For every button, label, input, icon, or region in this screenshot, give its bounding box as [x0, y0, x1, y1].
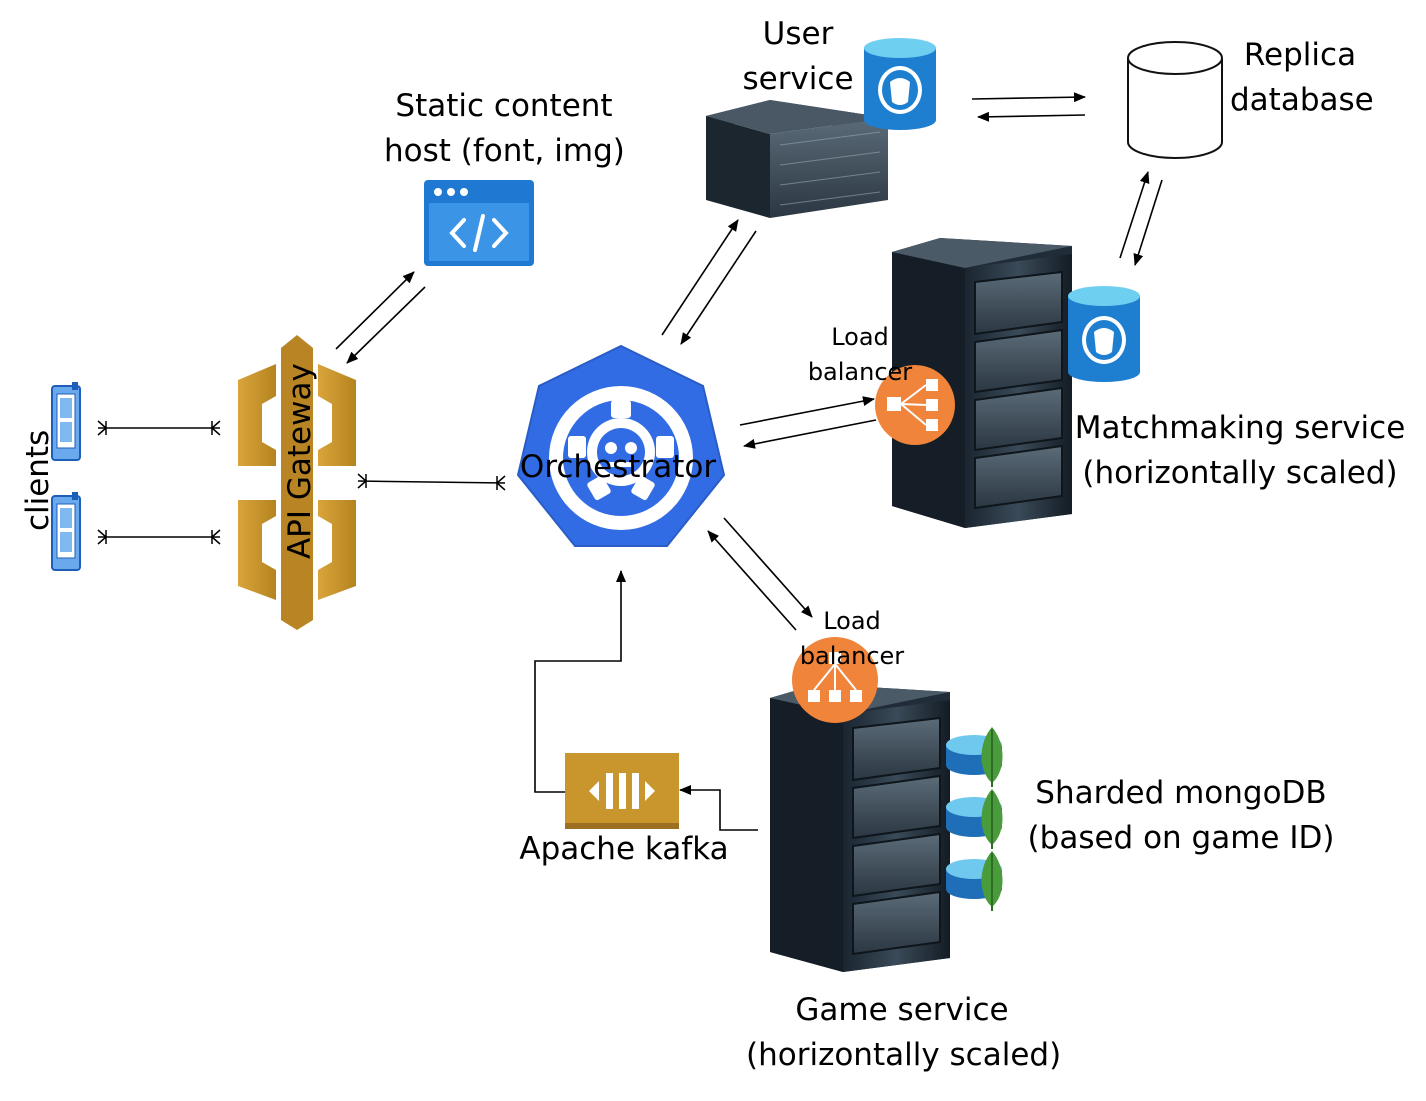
- gateway-orchestrator-link: [357, 473, 506, 491]
- connectors: [97, 92, 1163, 831]
- replica-line2: database: [1230, 82, 1374, 118]
- clients-label: clients: [19, 429, 56, 532]
- static-host-node[interactable]: [424, 180, 534, 266]
- replica-line1: Replica: [1243, 37, 1357, 73]
- arrow-game-to-kafka: [679, 785, 758, 831]
- client-link-top: [97, 420, 221, 436]
- static-content-line2: host (font, img): [384, 133, 625, 169]
- user-service-node[interactable]: [706, 38, 936, 218]
- orchestrator-label: Orchestrator: [519, 449, 717, 485]
- matchmaking-load-balancer[interactable]: [875, 365, 955, 445]
- arrow-user-to-orch: [680, 230, 757, 345]
- rack-server-icon: [706, 100, 888, 218]
- lb-bottom-line1: Load: [823, 607, 881, 635]
- database-cylinder-icon: [1127, 41, 1223, 159]
- matchmaking-service-node[interactable]: [892, 238, 1140, 528]
- kafka-queue-icon: [565, 753, 679, 829]
- arrow-orch-to-game-lb: [723, 517, 813, 618]
- mongodb-leaf-icon: [946, 727, 1003, 911]
- server-rack-icon: [892, 238, 1072, 528]
- kafka-node[interactable]: [565, 753, 679, 829]
- orchestrator-node[interactable]: [516, 344, 726, 547]
- arrow-mm-to-replica: [1119, 171, 1150, 259]
- aws-api-gateway-icon: [238, 335, 356, 630]
- lb-top-line2: balancer: [807, 358, 913, 386]
- user-service-line2: service: [742, 61, 854, 97]
- arrow-orch-to-user: [661, 219, 739, 336]
- arrow-orch-to-mm-lb: [739, 396, 875, 426]
- arrow-gateway-to-static: [335, 271, 415, 350]
- kafka-label: Apache kafka: [519, 831, 729, 867]
- client-link-bottom: [97, 529, 221, 545]
- api-gateway-node[interactable]: [238, 335, 356, 630]
- arrow-replica-to-mm: [1133, 179, 1163, 266]
- api-gateway-label: API Gateway: [281, 363, 318, 560]
- client-device-top[interactable]: [51, 382, 81, 461]
- game-line2: (horizontally scaled): [746, 1037, 1062, 1073]
- game-line1: Game service: [795, 992, 1009, 1028]
- arrow-mm-lb-to-orch: [743, 419, 877, 449]
- arrow-static-to-gateway: [346, 286, 426, 364]
- client-device-bottom[interactable]: [51, 492, 81, 571]
- server-rack-icon: [770, 684, 950, 972]
- user-service-line1: User: [762, 16, 834, 52]
- mobile-device-icon: [51, 382, 81, 461]
- matchmaking-line1: Matchmaking service: [1074, 410, 1406, 446]
- lb-top-line1: Load: [831, 323, 889, 351]
- arrow-kafka-to-orch: [534, 570, 626, 793]
- arrow-user-to-replica: [971, 92, 1086, 103]
- static-content-line1: Static content: [395, 88, 613, 124]
- arrow-game-lb-to-orch: [707, 530, 797, 631]
- load-balancer-icon: [875, 365, 955, 445]
- mobile-device-icon: [51, 492, 81, 571]
- load-balancer-icon: [792, 637, 878, 723]
- replica-database-node[interactable]: [1127, 41, 1223, 159]
- arrow-replica-to-user: [977, 111, 1086, 122]
- game-load-balancer[interactable]: [792, 637, 878, 723]
- sharded-line1: Sharded mongoDB: [1035, 775, 1327, 811]
- code-window-icon: [424, 180, 534, 266]
- postgres-database-icon: [864, 38, 936, 130]
- postgres-database-icon: [1068, 286, 1140, 382]
- sharded-line2: (based on game ID): [1027, 820, 1335, 856]
- kubernetes-heptagon-icon: [516, 344, 726, 547]
- matchmaking-line2: (horizontally scaled): [1082, 455, 1398, 491]
- lb-bottom-line2: balancer: [799, 642, 905, 670]
- game-service-node[interactable]: [770, 684, 1003, 972]
